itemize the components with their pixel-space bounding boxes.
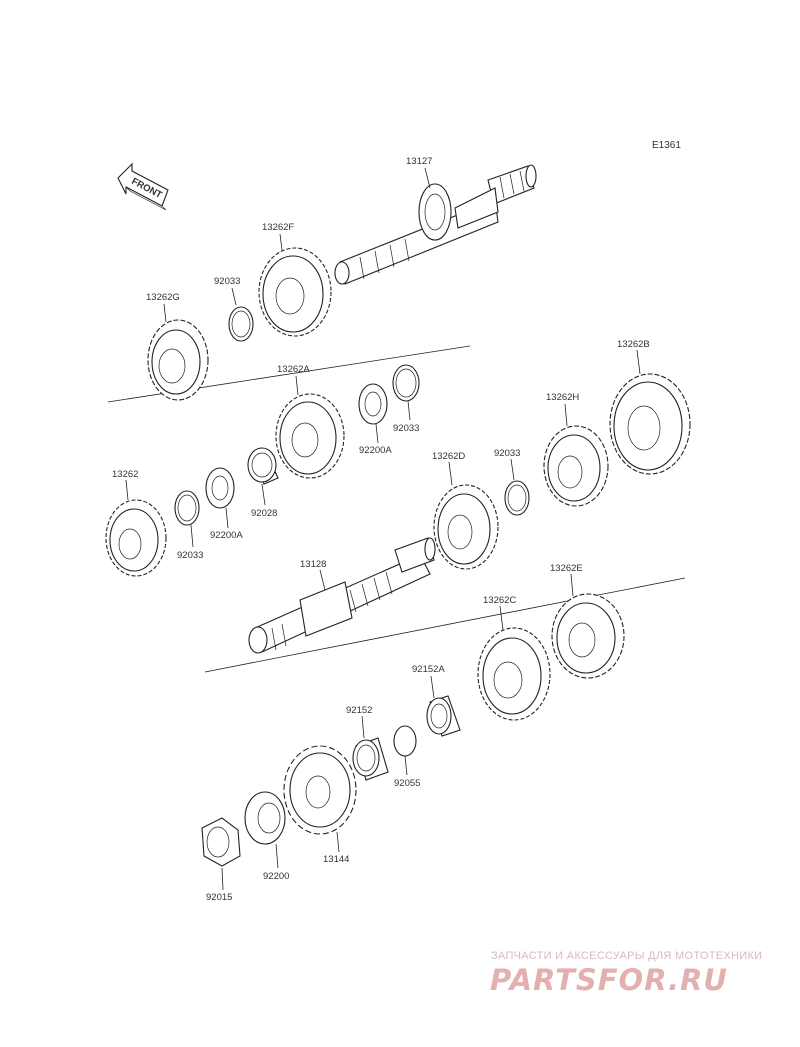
shaft-13127: [334, 164, 537, 285]
gear-13262D: [433, 484, 499, 570]
label-92200: 92200: [263, 871, 289, 882]
gear-13262B: [609, 373, 691, 475]
label-92055: 92055: [394, 778, 420, 789]
label-13144: 13144: [323, 854, 349, 865]
circlip-92033-c: [504, 480, 530, 516]
axis-line-lower: [204, 577, 686, 673]
label-92200A-top: 92200A: [359, 445, 392, 456]
gear-13262: [105, 499, 167, 577]
circlip-92033-b: [392, 364, 420, 402]
bearing-92028: [247, 447, 279, 485]
collar-92152: [352, 737, 389, 781]
watermark-tagline: ЗАПЧАСТИ И АКСЕССУАРЫ ДЛЯ МОТОТЕХНИКИ: [491, 950, 763, 962]
washer-92200A-mid: [205, 467, 235, 509]
label-13262B: 13262B: [617, 339, 650, 350]
collar-92152A: [426, 695, 461, 737]
front-arrow-icon: FRONT: [117, 162, 169, 211]
label-13127: 13127: [406, 156, 432, 167]
circlip-92033-d: [174, 490, 200, 526]
gear-13262C: [477, 627, 551, 721]
label-92200A-mid: 92200A: [210, 530, 243, 541]
gear-13262G: [147, 319, 209, 401]
label-13262F: 13262F: [262, 222, 294, 233]
washer-92200A-top: [358, 383, 388, 425]
label-92033-b: 92033: [393, 423, 419, 434]
label-13262H: 13262H: [546, 392, 579, 403]
sprocket-13144: [283, 745, 357, 835]
gear-13262F: [258, 247, 332, 337]
label-13262C: 13262C: [483, 595, 516, 606]
gear-13262A: [275, 393, 345, 479]
nut-92015: [201, 817, 241, 867]
label-92033-a: 92033: [214, 276, 240, 287]
label-92152A: 92152A: [412, 664, 445, 675]
circlip-92033-a: [228, 306, 254, 342]
label-92015: 92015: [206, 892, 232, 903]
gear-13262H: [543, 425, 609, 507]
label-13262E: 13262E: [550, 563, 583, 574]
label-13262D: 13262D: [432, 451, 465, 462]
label-13262A: 13262A: [277, 364, 310, 375]
washer-92200: [244, 791, 286, 845]
oring-92055: [393, 725, 417, 757]
label-92033-c: 92033: [494, 448, 520, 459]
gear-13262E: [551, 593, 625, 679]
shaft-13128: [248, 537, 436, 654]
label-13262G: 13262G: [146, 292, 180, 303]
label-92152: 92152: [346, 705, 372, 716]
label-92033-d: 92033: [177, 550, 203, 561]
label-92028: 92028: [251, 508, 277, 519]
label-13128: 13128: [300, 559, 326, 570]
watermark-brand: PARTSFOR.RU: [490, 963, 728, 997]
label-13262: 13262: [112, 469, 138, 480]
diagram-code: E1361: [652, 140, 681, 151]
